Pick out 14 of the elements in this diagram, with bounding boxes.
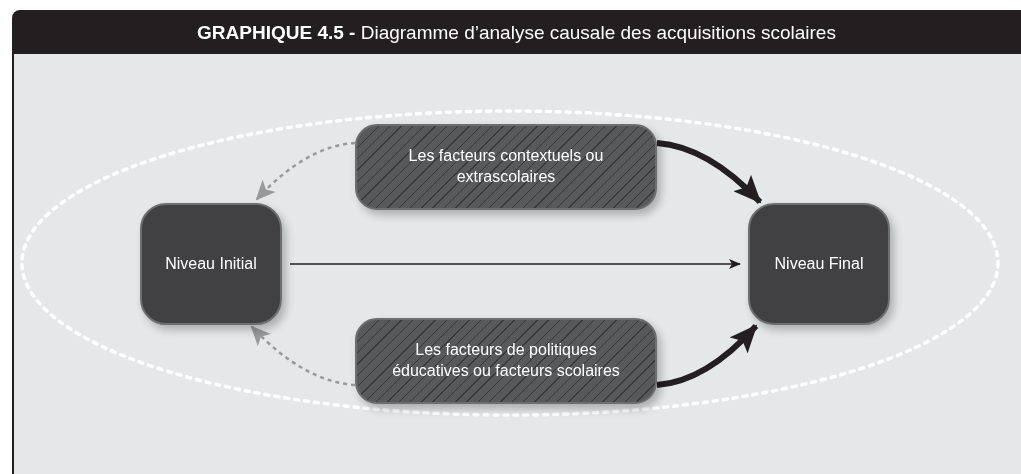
node-label: Niveau Initial [165,255,257,273]
arrow [656,323,759,389]
factor-box [355,318,657,404]
arrow [656,139,763,205]
arrow [289,259,741,269]
node-label: Les facteurs de politiques éducatives ou facteurs scolaires [391,340,621,381]
node-label: Les facteurs contextuels ou extrascolaires [407,146,605,187]
node-label: Niveau Final [774,255,864,273]
arrow [255,141,356,201]
level-box [140,203,282,325]
title: GRAPHIQUE 4.5 - Diagramme d’analyse causale des acquisitions scolaires [196,22,837,44]
level-box [748,203,890,325]
factor-box [355,124,657,210]
arrow [250,325,356,387]
